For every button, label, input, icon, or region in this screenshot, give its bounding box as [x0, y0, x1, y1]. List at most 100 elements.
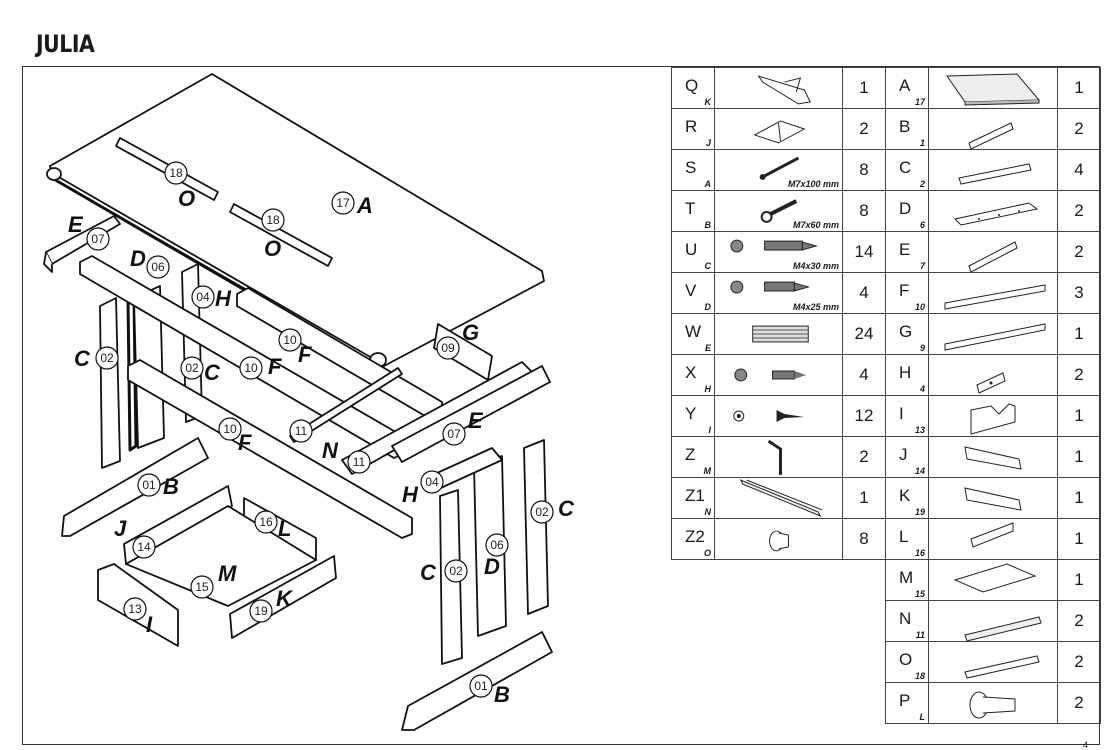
label-f: F	[268, 354, 282, 379]
part-subscript: 17	[914, 97, 925, 107]
right-leg-assembly	[425, 439, 549, 665]
part-subscript: O	[703, 548, 711, 558]
part-subscript: 4	[919, 384, 925, 394]
part-illustration-cell	[928, 67, 1058, 109]
callout-01: 01	[474, 679, 488, 693]
part-letter: N	[899, 609, 912, 628]
callout-10: 10	[283, 333, 297, 347]
part-subscript: M	[703, 466, 712, 476]
part-dimension: M4x30 mm	[792, 261, 839, 271]
part-illustration-cell	[714, 436, 843, 478]
part-illustration-cell	[714, 354, 843, 396]
part-quantity: 2	[1057, 641, 1101, 683]
callout-15: 15	[195, 580, 209, 594]
drawer-knob-icon	[969, 691, 1016, 719]
part-quantity: 1	[1057, 559, 1101, 601]
part-quantity: 2	[1057, 600, 1101, 642]
part-letter: F	[899, 281, 910, 300]
part-quantity: 24	[842, 313, 886, 355]
part-dimension: M7x100 mm	[787, 179, 839, 189]
part-letter: C	[899, 158, 912, 177]
callout-02: 02	[449, 564, 463, 578]
part-illustration-cell	[928, 600, 1058, 642]
label-k: K	[276, 586, 294, 611]
label-i: I	[146, 612, 153, 637]
part-subscript: J	[705, 138, 711, 148]
callout-04: 04	[425, 475, 439, 489]
part-subscript: I	[708, 425, 711, 435]
part-illustration-cell	[928, 641, 1058, 683]
part-quantity: 2	[1057, 682, 1101, 724]
part-subscript: 10	[914, 302, 925, 312]
part-dimension: M4x25 mm	[792, 302, 839, 312]
callout-19: 19	[254, 604, 268, 618]
part-illustration-cell	[714, 395, 843, 437]
label-e: E	[468, 408, 484, 433]
part-subscript: B	[704, 220, 712, 230]
part-quantity: 2	[842, 108, 886, 150]
callout-16: 16	[259, 515, 273, 529]
part-illustration-cell	[714, 313, 843, 355]
callout-18: 18	[266, 213, 280, 227]
assembly-drawing: 18 18 17 07 06 04 02 02 10 10 10 09 11 1…	[43, 73, 575, 731]
label-h: H	[402, 482, 419, 507]
part-letter: L	[899, 527, 909, 546]
callout-14: 14	[137, 540, 151, 554]
part-subscript: A	[704, 179, 712, 189]
part-subscript: H	[704, 384, 712, 394]
part-subscript: 11	[915, 630, 925, 640]
part-illustration-cell	[928, 354, 1058, 396]
label-l: L	[278, 516, 291, 541]
rails-assembly	[289, 323, 551, 475]
label-f: F	[298, 342, 312, 367]
label-f: F	[238, 430, 252, 455]
small-screw-icon	[734, 368, 807, 382]
part-illustration-cell	[928, 518, 1058, 560]
part-illustration-cell	[928, 682, 1058, 724]
part-letter: A	[899, 76, 911, 95]
flat-hinge-plate-icon	[753, 120, 806, 144]
callout-02: 02	[185, 361, 199, 375]
callout-02: 02	[100, 351, 114, 365]
apron-part-f	[79, 255, 443, 539]
callout-10: 10	[223, 422, 237, 436]
callout-07: 07	[91, 232, 105, 246]
part-subscript: 1	[919, 138, 925, 148]
part-quantity: 2	[1057, 354, 1101, 396]
part-letter: D	[899, 199, 912, 218]
part-letter: G	[899, 322, 913, 341]
part-illustration-cell: M7x100 mm	[714, 149, 843, 191]
label-e: E	[68, 212, 84, 237]
part-subscript: K	[704, 97, 712, 107]
drawer-side-right-icon	[964, 487, 1022, 511]
label-d: D	[130, 246, 146, 271]
small-block-icon	[976, 372, 1006, 394]
label-o: O	[178, 186, 195, 211]
part-letter: H	[899, 363, 912, 382]
callout-06: 06	[490, 538, 504, 552]
part-quantity: 8	[842, 149, 886, 191]
part-letter: M	[899, 568, 914, 587]
part-subscript: 18	[914, 671, 925, 681]
part-letter: Z2	[685, 527, 705, 546]
part-letter: X	[685, 363, 697, 382]
callout-11: 11	[295, 424, 308, 438]
part-subscript: C	[704, 261, 712, 271]
label-h: H	[215, 286, 232, 311]
